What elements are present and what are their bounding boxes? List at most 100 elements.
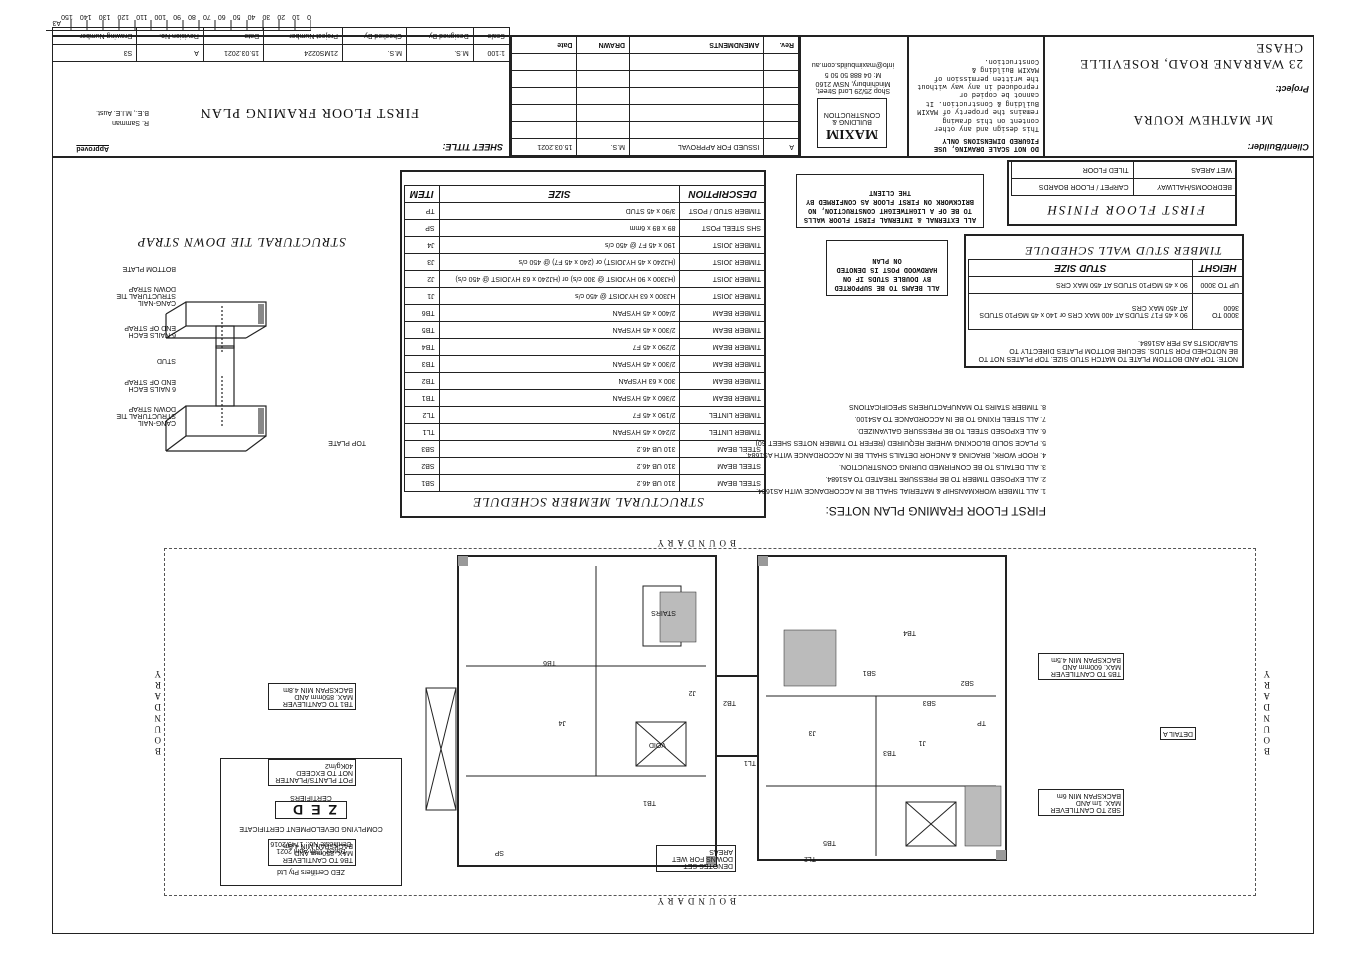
member-tag: TB5 xyxy=(823,839,836,846)
finish-type: CARPET / FLOOR BOARDS xyxy=(1011,178,1134,196)
scale-ruler: A3 0 10 20 30 40 50 60 70 80 90 100 110 … xyxy=(46,8,312,31)
framing-note: 4. ROOF WORK, BRACING & ANCHOR DETAILS S… xyxy=(745,451,1046,458)
member-item: TB5 xyxy=(404,321,440,339)
zed-logo: ZED xyxy=(275,801,347,819)
drawn-header: DRAWN xyxy=(576,36,630,54)
member-size: 3/90 x 45 STUD xyxy=(439,202,680,220)
member-row: TIMBER JOIST(HJ300 x 90 HYJOIST @ 300 c/… xyxy=(404,270,766,288)
member-item: J3 xyxy=(404,253,440,271)
member-item: TB3 xyxy=(404,355,440,373)
member-size: 2/300 x 45 HYSPAN xyxy=(439,321,680,339)
member-item: TP xyxy=(404,202,440,220)
revision-no-header: Revision No. xyxy=(136,27,204,45)
beams-text: ALL BEAMS TO BE SUPPORTED BY DOUBLE STUD… xyxy=(834,255,940,291)
approved-credentials: B.E., M.I.E. Aust. xyxy=(96,109,149,116)
sheet-title-label: SHEET TITLE: xyxy=(442,142,504,152)
member-tag: TB2 xyxy=(723,699,736,706)
framing-note: 3. ALL DETAILS TO BE CONFIRMED DURING CO… xyxy=(838,463,1046,470)
member-item: SB3 xyxy=(404,440,440,458)
member-item: TB1 xyxy=(404,389,440,407)
finish-area: BEDROOMS/HALLWAY xyxy=(1133,178,1237,196)
member-size: 89 x 89 x 6mm xyxy=(439,219,680,237)
member-tag: TL2 xyxy=(803,855,816,862)
member-tag: TB3 xyxy=(883,749,896,756)
stud-row: 3000 TO 3600 90 x 45 F17 STUDS AT 400 MA… xyxy=(968,293,1244,330)
plan-note: TB1 TO CANTILEVER MAX. 850mm AND BACKSPA… xyxy=(268,683,356,710)
plan-note: SB2 TO CANTILEVER MAX. 1m AND BACKSPAN M… xyxy=(1038,789,1124,816)
company-logo-text: MAXIM xyxy=(825,126,879,141)
designed-by-header: Designed By xyxy=(406,27,474,45)
lightweight-walls-callout: ALL EXTERNAL & INTERNAL FIRST FLOOR WALL… xyxy=(796,174,984,228)
member-description: TIMBER JOIST xyxy=(680,253,766,271)
stud-schedule-note: NOTE: TOP AND BOTTOM PLATE TO MATCH STUD… xyxy=(978,338,1238,362)
plan-note: DETAIL A xyxy=(1160,727,1196,740)
company-address: Shop 25/29 Lord Street, Minchinbury, NSW… xyxy=(815,80,891,94)
member-tag: J2 xyxy=(688,689,696,696)
member-tag: TB1 xyxy=(643,799,656,806)
member-tag: TP xyxy=(977,719,986,726)
member-item: TB2 xyxy=(404,372,440,390)
ruler-tick: 90 xyxy=(173,13,182,20)
tie-label: CANG-NAIL STRUCTURAL TIE DOWN STRAP xyxy=(116,405,176,426)
member-size: (HJ240 x 45 HYJOIST) or (240 x 45 F7) @ … xyxy=(439,253,680,271)
member-tag: SB2 xyxy=(960,679,974,686)
revision-drawn: M.S. xyxy=(576,138,630,156)
stud-header-row: HEIGHT STUD SIZE xyxy=(968,259,1244,277)
member-item: SP xyxy=(404,219,440,237)
revisions-cell: A ISSUED FOR APPROVAL M.S. 15.03.2021 Re… xyxy=(510,35,800,157)
revision-empty-row xyxy=(511,87,799,105)
member-item: TB4 xyxy=(404,338,440,356)
member-size: 2/240 x 45 HYSPAN xyxy=(439,423,680,441)
revision-header-row: Rev. AMENDMENTS DRAWN Date xyxy=(511,36,799,54)
ruler-tick: 140 xyxy=(79,13,92,20)
member-description: SHS STEEL POST xyxy=(680,219,766,237)
tie-down-drawing xyxy=(165,301,267,452)
finish-type: TILED FLOOR xyxy=(1011,161,1134,179)
member-description: TIMBER JOIST xyxy=(680,287,766,305)
floor-finish-row: WET AREAS TILED FLOOR xyxy=(1011,161,1237,179)
certifier-stamp: ZED Certifiers Pty Ltd Dated: 15th April… xyxy=(220,758,402,886)
client-label: Client/Builder: xyxy=(1247,142,1309,152)
tie-down-title: STRUCTURAL TIE DOWN STRAP xyxy=(136,235,346,250)
framing-notes-title: FIRST FLOOR FRAMING PLAN NOTES: xyxy=(825,504,1046,518)
member-size: 190 x 45 F7 @ 450 c/s xyxy=(439,236,680,254)
member-item: SB2 xyxy=(404,457,440,475)
member-tag: TB6 xyxy=(543,659,556,666)
ruler-tick: 40 xyxy=(247,13,256,20)
plan-note: TB5 TO CANTILEVER MAX. 600mm AND BACKSPA… xyxy=(1038,653,1124,680)
member-item: J4 xyxy=(404,236,440,254)
ruler-ticks xyxy=(70,20,312,30)
ruler-tick: 60 xyxy=(217,13,226,20)
framing-note: 5. PLACE SOLID BLOCKING WHERE REQUIRED (… xyxy=(755,439,1046,446)
boundary-label-right: BOUNDARY xyxy=(150,669,162,756)
member-item: TL1 xyxy=(404,423,440,441)
member-description: TIMBER BEAM xyxy=(680,304,766,322)
date-header: Date xyxy=(203,27,264,45)
revision-amendment: ISSUED FOR APPROVAL xyxy=(629,138,764,156)
company-web: info@maximbuilds.com.au xyxy=(811,61,895,68)
approved-label: Approved xyxy=(76,145,109,152)
ruler-tick: 110 xyxy=(136,13,148,20)
stamp-company: ZED Certifiers Pty Ltd xyxy=(277,868,345,875)
stud-row: UP TO 3000 90 x 45 MGP10 STUDS AT 450 MA… xyxy=(968,276,1244,294)
member-tag: J1 xyxy=(918,739,926,746)
member-row: TIMBER JOIST(HJ240 x 45 HYJOIST) or (240… xyxy=(404,253,766,271)
ruler-tick: 120 xyxy=(117,13,130,20)
designed-by-value: M.S. xyxy=(406,44,474,62)
sheet-title-cell: SHEET TITLE: FIRST FLOOR FRAMING PLAN Ap… xyxy=(52,27,510,157)
ruler-tick: 0 xyxy=(307,13,311,20)
maxim-logo: MAXIM BUILDING & CONSTRUCTION xyxy=(817,98,887,148)
drawing-number-header: Drawing Number xyxy=(52,27,137,45)
stamp-title: COMPLYING DEVELOPMENT CERTIFICATE xyxy=(239,825,383,832)
company-cell: MAXIM BUILDING & CONSTRUCTION Shop 25/29… xyxy=(800,35,908,157)
member-item: J1 xyxy=(404,287,440,305)
drawing-number-value: S3 xyxy=(52,44,137,62)
revision-empty-row xyxy=(511,70,799,88)
date-header: Date xyxy=(511,36,577,54)
project-address: 23 WARRANE ROAD, ROSEVILLE CHASE xyxy=(1079,41,1303,72)
